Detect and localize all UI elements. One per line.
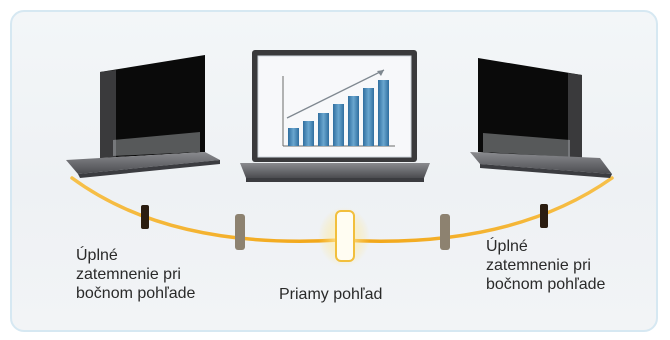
side-view-blackout-label-left: Úplné zatemnenie pri bočnom pohľade (76, 247, 196, 302)
marker-mid-right (440, 214, 450, 250)
direct-view-label: Priamy pohľad (279, 286, 383, 303)
marker-center (335, 210, 355, 262)
center-laptop-icon (240, 50, 430, 182)
marker-far-right (540, 204, 548, 228)
side-view-blackout-label-right: Úplné zatemnenie pri bočnom pohľade (486, 238, 606, 293)
marker-far-left (141, 205, 149, 229)
viewing-angle-markers (141, 204, 548, 267)
left-laptop-icon (66, 55, 220, 178)
marker-mid-left (235, 214, 245, 250)
right-laptop-icon (470, 58, 612, 178)
